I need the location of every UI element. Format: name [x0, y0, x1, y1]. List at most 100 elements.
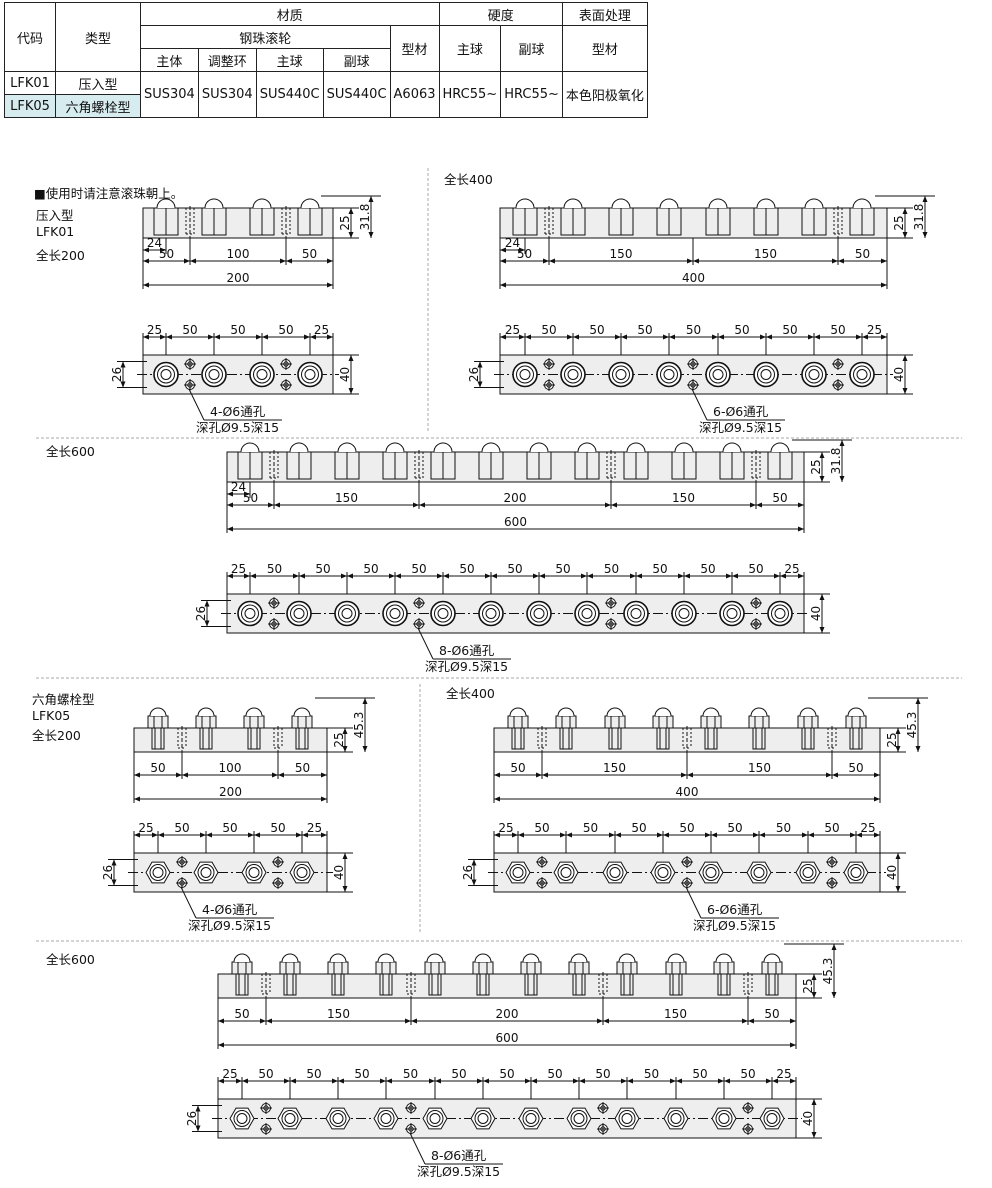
- arrowhead: [184, 258, 190, 264]
- arrowhead: [195, 1105, 201, 1112]
- arrowhead: [206, 832, 212, 838]
- arrowhead: [166, 334, 172, 340]
- arrowhead: [260, 1018, 266, 1024]
- ball-roller: [240, 442, 260, 453]
- hex-nut: [700, 715, 722, 729]
- arrowhead: [831, 944, 837, 950]
- ball-roller-inner: [248, 867, 260, 878]
- ball-roller: [377, 1110, 395, 1127]
- arrowhead: [362, 698, 368, 704]
- length-label: 全长200: [32, 728, 81, 743]
- ball-roller-inner: [293, 608, 305, 619]
- ball-roller-inner: [160, 369, 172, 380]
- hex-nut: [604, 715, 626, 729]
- ball-roller: [618, 1110, 636, 1127]
- arrowhead: [321, 796, 327, 802]
- arrowhead: [549, 258, 555, 264]
- ball-roller: [149, 707, 167, 717]
- arrowhead: [895, 853, 901, 859]
- dim-label: 50: [150, 761, 165, 775]
- dim-label: 50: [555, 562, 570, 576]
- length-label: 全长200: [36, 248, 85, 263]
- arrowhead: [242, 1078, 248, 1084]
- dim-label: 50: [692, 1067, 707, 1081]
- arrowhead: [856, 334, 862, 340]
- dim-label: 50: [258, 1067, 273, 1081]
- ball-roller-inner: [774, 608, 786, 619]
- bolt-shank: [295, 727, 309, 750]
- dim-label: 50: [267, 562, 282, 576]
- arrowhead: [902, 355, 908, 361]
- hex-nut: [147, 715, 169, 729]
- ball-roller: [474, 1110, 492, 1127]
- dim-label: 50: [302, 247, 317, 261]
- rail-body: [226, 451, 805, 483]
- arrowhead: [525, 334, 531, 340]
- arrowhead: [435, 1078, 441, 1084]
- dim-label: 31.8: [358, 204, 372, 231]
- ball-roller-inner: [256, 369, 268, 380]
- ball-roller: [659, 198, 679, 209]
- arrowhead: [748, 1018, 754, 1024]
- ball-roller: [426, 1110, 444, 1127]
- spec-table: 代码 类型 材质 硬度 表面处理 钢珠滚轮 型材 主球 副球 型材 主体 调整环…: [4, 2, 648, 118]
- hole-spec: 8-Ø6通孔: [439, 643, 495, 658]
- dim-label: 50: [700, 562, 715, 576]
- arrowhead: [902, 388, 908, 394]
- arrowhead: [756, 502, 762, 508]
- hex-nut: [748, 715, 770, 729]
- bolt-shank: [524, 973, 538, 996]
- arrowhead: [759, 832, 765, 838]
- dim-label: 150: [672, 491, 695, 505]
- arrowhead: [477, 381, 483, 388]
- cell-hardness-main: HRC55~: [438, 71, 502, 118]
- arrowhead: [368, 196, 374, 202]
- arrowhead: [881, 334, 887, 340]
- ball-roller: [626, 442, 646, 453]
- press-type-label: 压入型: [36, 208, 74, 223]
- arrowhead: [819, 594, 825, 600]
- row-type: 六角螺栓型: [55, 94, 141, 118]
- leader-line: [691, 388, 708, 421]
- ball-roller: [290, 604, 308, 623]
- header-hardness: 硬度: [438, 2, 563, 26]
- bolt-shank: [608, 727, 622, 750]
- arrowhead: [227, 502, 233, 508]
- arrowhead: [874, 796, 880, 802]
- arrowhead: [342, 728, 348, 734]
- dim-label: 40: [801, 1111, 815, 1126]
- arrowhead: [405, 1018, 411, 1024]
- ball-roller: [281, 1110, 299, 1127]
- arrowhead: [621, 1078, 627, 1084]
- arrowhead: [819, 476, 825, 482]
- dim-label: 200: [504, 491, 527, 505]
- dim-label: 40: [885, 865, 899, 880]
- ball-roller: [281, 953, 299, 963]
- hex-nut: [761, 961, 783, 975]
- dim-label: 50: [740, 1067, 755, 1081]
- arrowhead: [134, 832, 140, 838]
- arrowhead: [477, 361, 483, 368]
- arrowhead: [342, 853, 348, 859]
- ball-roller: [750, 707, 768, 717]
- arrowhead: [862, 334, 868, 340]
- header-sub-ball: 副球: [322, 48, 391, 72]
- arrowhead: [236, 1078, 242, 1084]
- dim-label: 25: [892, 215, 906, 230]
- ball-roller-inner: [152, 867, 164, 878]
- ball-roller: [563, 198, 583, 209]
- dim-label: 150: [603, 761, 626, 775]
- dim-label: 25: [505, 323, 520, 337]
- arrowhead: [726, 573, 732, 579]
- dim-label: 50: [363, 562, 378, 576]
- dim-label: 50: [354, 1067, 369, 1081]
- counterbore-spec: 深孔Ø9.5深15: [425, 659, 508, 674]
- ball-roller: [723, 604, 741, 623]
- hex-nut: [231, 961, 253, 975]
- dim-label: 50: [644, 1067, 659, 1081]
- arrowhead: [190, 258, 196, 264]
- ball-roller: [763, 953, 781, 963]
- dim-label: 50: [182, 323, 197, 337]
- ball-roller-inner: [609, 867, 621, 878]
